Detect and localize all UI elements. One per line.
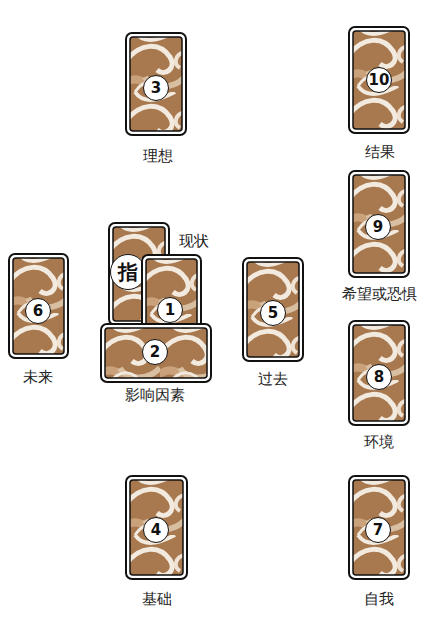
tarot-card: 4基础 xyxy=(125,475,188,580)
card-number: 4 xyxy=(151,523,161,538)
number-circle: 指 xyxy=(110,254,146,290)
card-number: 9 xyxy=(373,220,383,235)
position-label: 希望或恐惧 xyxy=(341,286,418,303)
tarot-card: 6未来 xyxy=(8,253,69,359)
tarot-card: 2影响因素 xyxy=(100,323,212,383)
position-label: 未来 xyxy=(22,369,54,386)
position-label: 自我 xyxy=(363,591,395,608)
position-label: 环境 xyxy=(363,434,395,451)
card-number: 3 xyxy=(151,81,161,96)
number-circle: 2 xyxy=(142,339,168,365)
position-label: 影响因素 xyxy=(124,387,186,404)
card-number: 2 xyxy=(150,345,160,360)
tarot-card: 3理想 xyxy=(125,32,187,136)
tarot-card: 5过去 xyxy=(242,257,304,362)
card-number: 1 xyxy=(165,303,175,318)
position-label: 过去 xyxy=(257,371,289,388)
number-circle: 6 xyxy=(25,298,51,324)
number-circle: 1 xyxy=(157,297,183,323)
tarot-card: 9希望或恐惧 xyxy=(348,170,410,278)
card-number: 7 xyxy=(373,523,383,538)
number-circle: 5 xyxy=(260,300,286,326)
number-circle: 4 xyxy=(143,517,169,543)
number-circle: 9 xyxy=(365,214,391,240)
card-number: 10 xyxy=(369,73,390,88)
tarot-card: 7自我 xyxy=(348,475,410,580)
position-label: 结果 xyxy=(364,144,396,161)
card-number: 8 xyxy=(374,370,384,385)
tarot-card: 10结果 xyxy=(348,26,410,134)
number-circle: 7 xyxy=(365,517,391,543)
card-number: 5 xyxy=(268,306,278,321)
position-label: 基础 xyxy=(141,591,173,608)
number-circle: 8 xyxy=(366,364,392,390)
card-number: 6 xyxy=(33,304,43,319)
card-number: 指 xyxy=(118,262,138,282)
position-label: 理想 xyxy=(142,148,174,165)
position-label: 现状 xyxy=(178,233,210,250)
number-circle: 3 xyxy=(143,75,169,101)
number-circle: 10 xyxy=(366,67,392,93)
tarot-card: 8环境 xyxy=(348,320,410,426)
